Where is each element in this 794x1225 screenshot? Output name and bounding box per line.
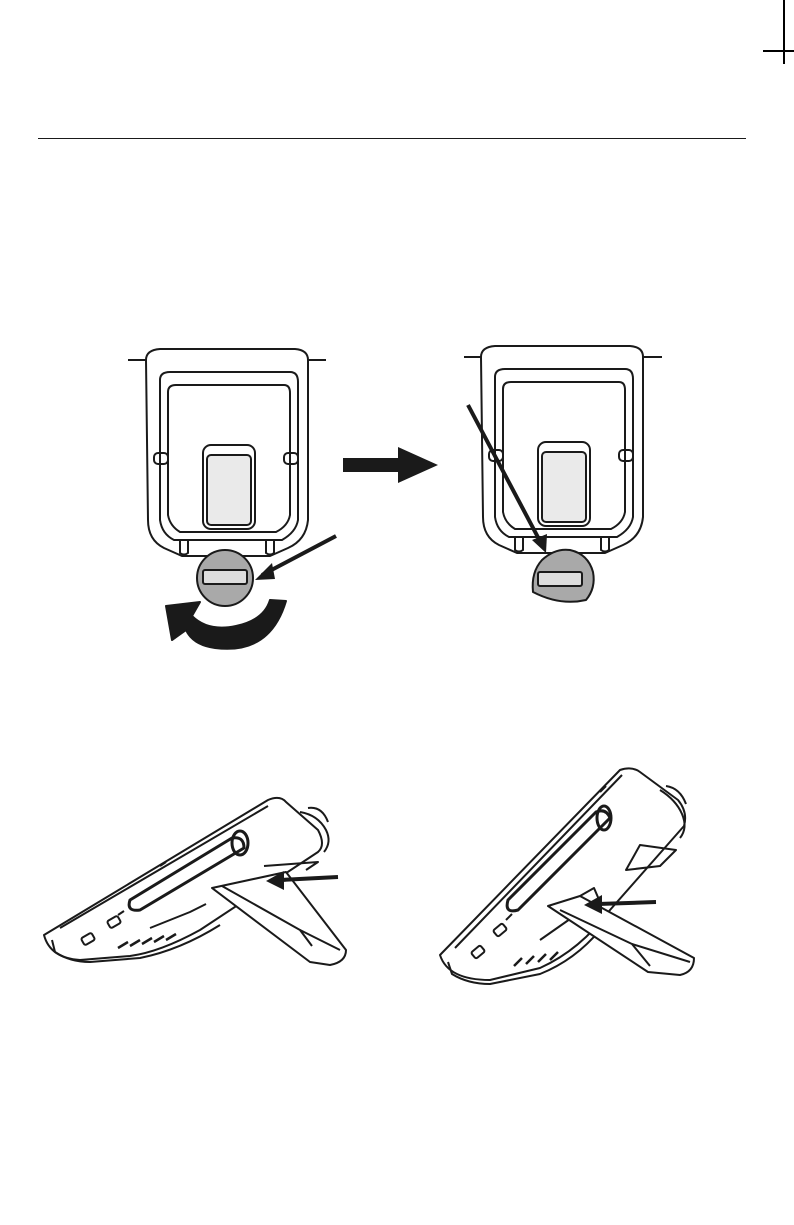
stand-locked-illustration xyxy=(464,346,662,602)
monitor-side-extended-illustration xyxy=(440,768,694,984)
monitor-side-folded-illustration xyxy=(44,798,346,965)
stand-unlocked-illustration xyxy=(128,349,336,606)
rotate-arrow-icon xyxy=(166,600,286,649)
transition-arrow-icon xyxy=(343,447,438,483)
